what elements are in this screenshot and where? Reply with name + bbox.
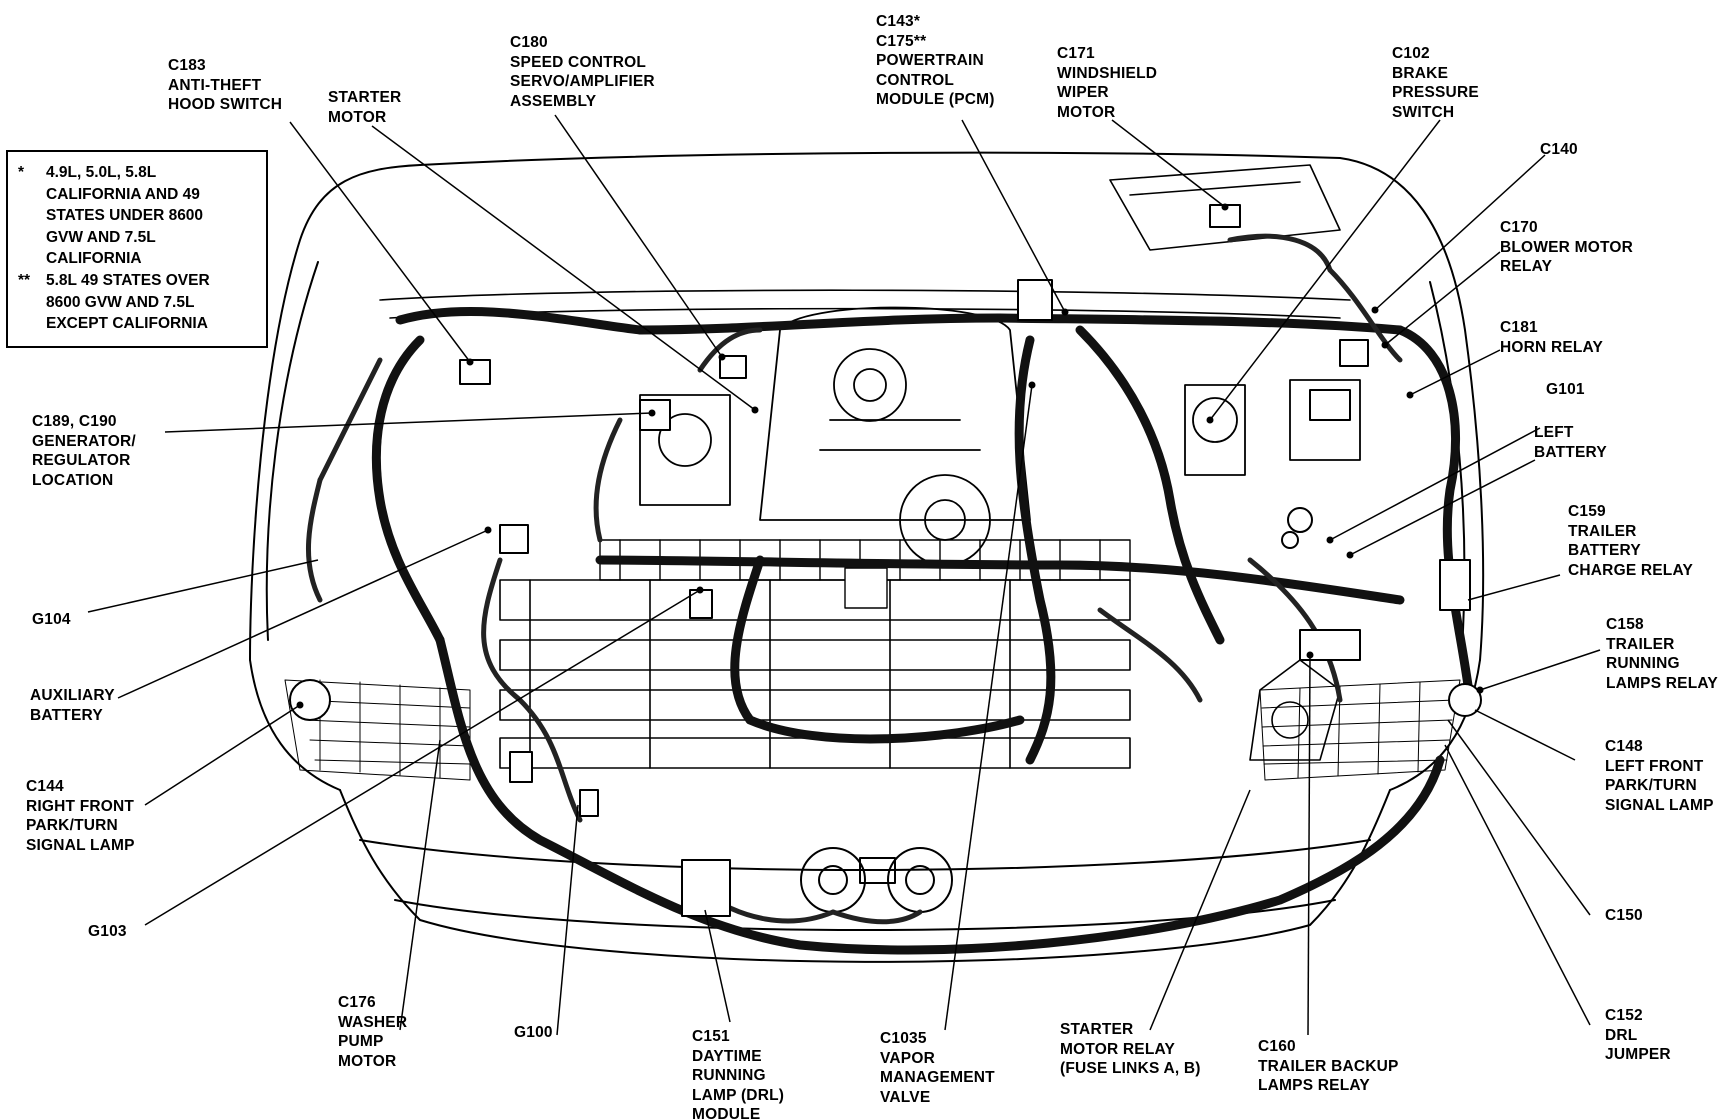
- cowl-panel: [379, 164, 1351, 319]
- label-starter-motor: STARTER MOTOR: [328, 89, 402, 126]
- label-c181: C181 HORN RELAY: [1500, 319, 1604, 356]
- leader-lines: [87, 114, 1601, 1036]
- label-c170: C170 BLOWER MOTOR RELAY: [1500, 219, 1633, 275]
- vehicle-body-outline: [249, 151, 1485, 963]
- radiator: [599, 539, 1131, 609]
- connector-blocks: [289, 204, 1482, 917]
- label-c180: C180 SPEED CONTROL SERVO/AMPLIFIER ASSEM…: [510, 34, 655, 110]
- label-c1035: C1035 VAPOR MANAGEMENT VALVE: [880, 1030, 995, 1106]
- label-c160: C160 TRAILER BACKUP LAMPS RELAY: [1258, 1038, 1399, 1094]
- label-auxiliary-battery: AUXILIARY BATTERY: [30, 687, 115, 724]
- label-c150: C150: [1605, 907, 1643, 924]
- footnote-text: 4.9L, 5.0L, 5.8L CALIFORNIA AND 49 STATE…: [46, 164, 204, 267]
- label-c143-pcm: C143* C175** POWERTRAIN CONTROL MODULE (…: [876, 13, 995, 108]
- label-c176: C176 WASHER PUMP MOTOR: [338, 994, 408, 1070]
- leader-arrowheads: [296, 203, 1484, 709]
- label-c151-drl-module: C151 DAYTIME RUNNING LAMP (DRL) MODULE: [692, 1028, 785, 1120]
- label-c140: C140: [1540, 141, 1578, 158]
- footnote-marker: **: [18, 272, 31, 289]
- label-g104: G104: [32, 611, 71, 628]
- footnote-marker: *: [18, 164, 25, 181]
- wiring-harness-main: [371, 306, 1475, 955]
- label-c189-c190: C189, C190 GENERATOR/ REGULATOR LOCATION: [32, 413, 136, 489]
- label-g103: G103: [88, 923, 127, 940]
- label-c148: C148 LEFT FRONT PARK/TURN SIGNAL LAMP: [1605, 738, 1714, 814]
- label-left-battery: LEFT BATTERY: [1534, 424, 1607, 461]
- label-c183: C183 ANTI-THEFT HOOD SWITCH: [168, 57, 283, 113]
- label-c144: C144 RIGHT FRONT PARK/TURN SIGNAL LAMP: [26, 778, 135, 854]
- headlamp-left-grid: [284, 679, 471, 781]
- label-c152: C152 DRL JUMPER: [1605, 1007, 1671, 1063]
- footnote-legend-box: * 4.9L, 5.0L, 5.8L CALIFORNIA AND 49 STA…: [6, 150, 268, 348]
- left-battery-box: [1249, 659, 1341, 761]
- label-c159: C159 TRAILER BATTERY CHARGE RELAY: [1568, 503, 1693, 579]
- label-starter-motor-relay: STARTER MOTOR RELAY (FUSE LINKS A, B): [1060, 1021, 1201, 1077]
- horns: [800, 847, 953, 913]
- label-c171: C171 WINDSHIELD WIPER MOTOR: [1057, 45, 1158, 121]
- wiring-harness-secondary: [305, 233, 1403, 925]
- label-c158: C158 TRAILER RUNNING LAMPS RELAY: [1606, 616, 1718, 692]
- label-c102: C102 BRAKE PRESSURE SWITCH: [1392, 45, 1479, 121]
- engine-block: [639, 306, 1361, 566]
- label-g101: G101: [1546, 381, 1585, 398]
- headlamp-right-grid: [1259, 679, 1461, 781]
- label-g100: G100: [514, 1024, 553, 1041]
- footnote-text: 5.8L 49 STATES OVER 8600 GVW AND 7.5L EX…: [46, 272, 210, 332]
